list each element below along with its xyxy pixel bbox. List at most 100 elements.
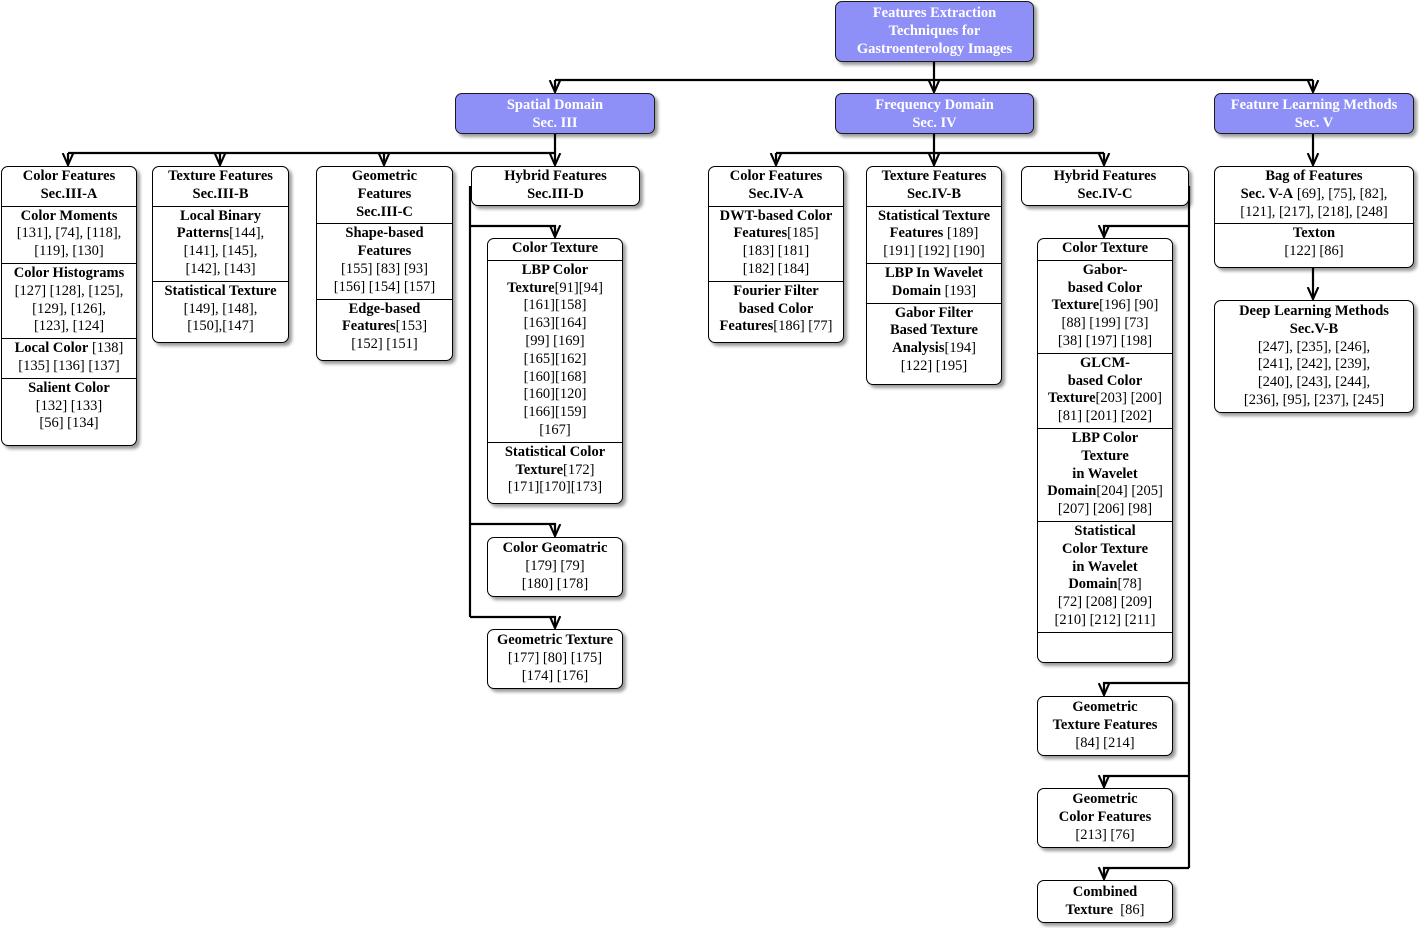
references: [161][158]: [523, 297, 587, 314]
references: [142], [143]: [185, 260, 256, 277]
references: [189]: [946, 225, 979, 242]
texton-label: Texton: [1292, 225, 1336, 242]
statistical-color-texture-label: Statistical Color: [504, 443, 606, 460]
references: [163][164]: [523, 315, 587, 332]
references: [204] [205]: [1096, 483, 1163, 500]
references: [78]: [1117, 576, 1142, 593]
frequency-domain-node: Frequency Domain Sec. IV: [835, 93, 1034, 134]
section-label: Sec.III-A: [40, 185, 98, 202]
references: [138]: [91, 340, 124, 357]
bag-of-features-node: Bag of Features Sec. V-A [69], [75], [82…: [1214, 166, 1414, 268]
references: [123], [124]: [33, 318, 105, 335]
lbp-wavelet-label: Domain: [891, 282, 942, 299]
node-title: Color Texture: [1061, 240, 1149, 256]
references: [132] [133]: [35, 397, 103, 414]
references: [131], [74], [118],: [16, 225, 122, 242]
node-title: Combined: [1072, 884, 1138, 900]
frequency-color-texture-node: Color Texture Gabor- based Color Texture…: [1037, 238, 1173, 663]
spatial-geometric-texture-node: Geometric Texture [177] [80] [175] [174]…: [487, 629, 623, 689]
edge-to-s-color-texture: [470, 224, 555, 237]
references: [165][162]: [523, 350, 587, 367]
references: [180] [178]: [521, 575, 589, 592]
section-prefix: Sec.: [1294, 114, 1320, 131]
section-number: IV: [940, 114, 957, 131]
lbp-color-wavelet-label: LBP Color: [1071, 429, 1139, 446]
statistical-color-wavelet-label: Domain: [1068, 576, 1118, 593]
bag-of-features-label: Bag of Features: [1265, 168, 1363, 184]
references: [156] [154] [157]: [333, 278, 436, 295]
node-title: Color Geomatric: [502, 540, 608, 556]
node-title: Color Features: [729, 168, 823, 184]
references: [72] [208] [209]: [1057, 594, 1153, 611]
gabor-filter-label: Analysis: [892, 340, 945, 357]
section-label: Sec.V-B: [1289, 320, 1339, 337]
lbp-label: Local Binary: [180, 207, 261, 224]
references: [172]: [563, 461, 595, 478]
references: [183] [181]: [742, 243, 810, 260]
references: [207] [206] [98]: [1057, 501, 1153, 518]
edge-to-f-combined: [1104, 866, 1189, 879]
references: [174] [176]: [521, 667, 589, 684]
references: [121], [217], [218], [248]: [1240, 203, 1388, 220]
references: [135] [136] [137]: [18, 357, 120, 374]
root-title-line: Features Extraction: [872, 5, 997, 21]
references: [88] [199] [73]: [1061, 315, 1149, 332]
references: [129], [126],: [32, 300, 106, 317]
references: [166][159]: [523, 404, 587, 421]
statistical-color-wavelet-label: Statistical: [1074, 522, 1136, 539]
spatial-color-geometric-node: Color Geomatric [179] [79] [180] [178]: [487, 537, 623, 597]
section-number: V: [1322, 114, 1334, 131]
node-title: Texture Features: [168, 168, 273, 184]
references: [56] [134]: [39, 415, 99, 432]
gabor-color-texture-label: Gabor-: [1082, 261, 1128, 278]
references: [191] [192] [190]: [883, 243, 985, 260]
node-title: Geometric Texture: [496, 632, 614, 648]
references: [152] [151]: [351, 336, 418, 353]
dwt-color-label: Features: [733, 225, 788, 242]
node-title: Texture: [1065, 901, 1114, 918]
node-title: Texture Features: [881, 168, 987, 184]
references: [150],[147]: [187, 318, 254, 335]
root-title-line: Gastroenterology Images: [856, 40, 1013, 57]
references: [179] [79]: [525, 557, 585, 574]
statistical-texture-label: Statistical Texture: [877, 207, 991, 224]
spatial-domain-node: Spatial Domain Sec. III: [455, 93, 655, 134]
fourier-filter-label: Fourier Filter: [733, 282, 819, 299]
references: [177] [80] [175]: [507, 649, 603, 666]
glcm-color-texture-label: Texture: [1048, 390, 1096, 407]
section-label: Sec.IV-A: [748, 185, 804, 202]
edge-spatial-bus: [68, 134, 557, 155]
references: [241], [242], [239],: [1257, 356, 1371, 373]
references: [122] [86]: [1284, 243, 1344, 260]
glcm-color-texture-label: GLCM-: [1080, 354, 1130, 371]
lbp-color-wavelet-label: Texture: [1081, 447, 1129, 464]
frequency-domain-title: Frequency Domain: [875, 97, 994, 113]
section-label: Sec.IV-C: [1077, 185, 1133, 202]
references: [203] [200]: [1095, 390, 1162, 407]
shape-based-label: Features: [357, 243, 412, 260]
references: [38] [197] [198]: [1057, 332, 1153, 349]
node-title: Color Features: [1058, 808, 1152, 825]
root-node: Features Extraction Techniques for Gastr…: [835, 1, 1034, 62]
node-title: Texture Features: [1052, 716, 1158, 733]
references: [155] [83] [93]: [341, 260, 428, 277]
references: [122] [195]: [900, 357, 968, 374]
section-prefix: Sec.: [532, 114, 557, 131]
references: [141], [145],: [183, 243, 258, 260]
frequency-geometric-color-node: Geometric Color Features [213] [76]: [1037, 788, 1173, 848]
fourier-filter-label: Features: [719, 318, 774, 335]
references: [127] [128], [125],: [14, 282, 124, 299]
references: [240], [243], [244],: [1257, 374, 1371, 391]
section-label: Sec. V-A: [1240, 185, 1294, 202]
gabor-color-texture-label: based Color: [1067, 279, 1143, 296]
references: [193]: [944, 282, 977, 299]
section-label: Sec.III-C: [356, 203, 413, 220]
feature-learning-node: Feature Learning Methods Sec. V: [1214, 93, 1414, 134]
gabor-filter-label: Based Texture: [890, 322, 978, 339]
references: [149], [148],: [183, 300, 258, 317]
